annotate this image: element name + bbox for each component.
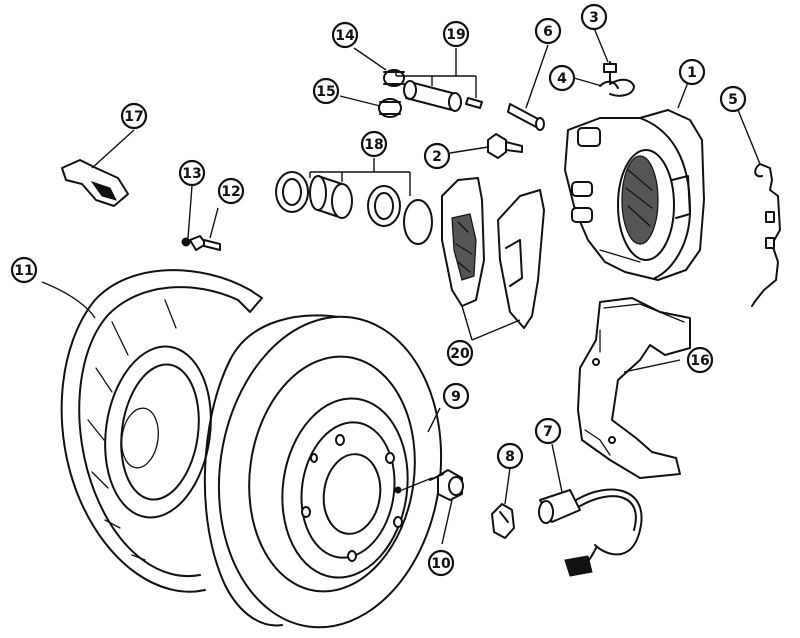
- callout-number: 4: [557, 71, 567, 87]
- callout-6: 6: [534, 17, 562, 45]
- piston-set: [275, 171, 433, 245]
- dust-shield: [60, 269, 263, 593]
- callout-9: 9: [442, 382, 470, 410]
- dust-cap-15: [378, 98, 402, 118]
- brake-disc: [203, 314, 443, 629]
- callout-17: 17: [120, 102, 148, 130]
- callout-2: 2: [423, 142, 451, 170]
- callout-14: 14: [331, 21, 359, 49]
- callout-number: 8: [505, 449, 515, 465]
- callout-number: 15: [316, 84, 335, 100]
- callout-16: 16: [686, 346, 714, 374]
- callout-number: 19: [446, 27, 465, 43]
- guide-bolt: [487, 133, 523, 159]
- callout-number: 1: [687, 65, 697, 81]
- disc-screw: [401, 469, 464, 501]
- wear-sensor-clip: [491, 503, 515, 539]
- brake-caliper: [564, 109, 705, 281]
- guide-sleeves: [403, 80, 483, 112]
- callout-circle: [331, 21, 359, 49]
- callout-circle: [427, 549, 455, 577]
- caliper-carrier: [577, 297, 691, 479]
- callout-number: 2: [432, 149, 442, 165]
- callout-number: 20: [450, 346, 470, 362]
- callout-circle: [686, 346, 714, 374]
- brake-pad-outer: [497, 189, 545, 329]
- callout-circle: [442, 382, 470, 410]
- callout-circle: [423, 142, 451, 170]
- shield-bolt: [189, 235, 221, 251]
- callout-number: 14: [335, 28, 355, 44]
- callout-number: 13: [182, 166, 201, 182]
- wear-sensor: [538, 488, 643, 577]
- callout-18: 18: [360, 130, 388, 158]
- callout-circle: [548, 64, 576, 92]
- callout-20: 20: [446, 339, 474, 367]
- callout-15: 15: [312, 77, 340, 105]
- bleed-screw: [603, 61, 635, 97]
- spring-clip: [61, 159, 129, 207]
- callout-19: 19: [442, 20, 470, 48]
- retaining-spring-4: [599, 80, 619, 89]
- callout-number: 5: [728, 92, 738, 108]
- callout-number: 16: [690, 353, 709, 369]
- callout-circle: [678, 58, 706, 86]
- leader-lines: [41, 27, 761, 545]
- callout-number: 7: [543, 424, 553, 440]
- callout-number: 10: [431, 556, 451, 572]
- callout-circle: [580, 3, 608, 31]
- callout-3: 3: [580, 3, 608, 31]
- callout-number: 18: [364, 137, 383, 153]
- dust-cap-14: [383, 69, 405, 87]
- guide-pin: [507, 103, 545, 131]
- callout-circle: [534, 417, 562, 445]
- callout-circle: [10, 256, 38, 284]
- callout-circle: [120, 102, 148, 130]
- callout-4: 4: [548, 64, 576, 92]
- callout-12: 12: [217, 177, 245, 205]
- callout-circle: [178, 159, 206, 187]
- anti-rattle-spring: [751, 163, 781, 307]
- callout-number: 17: [124, 109, 143, 125]
- callout-8: 8: [496, 442, 524, 470]
- callout-10: 10: [427, 549, 455, 577]
- callout-circle: [217, 177, 245, 205]
- callout-circle: [446, 339, 474, 367]
- callout-number: 12: [221, 184, 240, 200]
- callout-number: 3: [589, 10, 599, 26]
- callout-number: 9: [451, 389, 461, 405]
- callout-number: 11: [14, 263, 33, 279]
- washer: [181, 237, 191, 247]
- callout-5: 5: [719, 85, 747, 113]
- callout-11: 11: [10, 256, 38, 284]
- callout-circle: [442, 20, 470, 48]
- brake-pad-inner: [441, 177, 485, 307]
- callout-13: 13: [178, 159, 206, 187]
- callout-number: 6: [543, 24, 553, 40]
- callout-circle: [312, 77, 340, 105]
- callout-7: 7: [534, 417, 562, 445]
- callout-circle: [496, 442, 524, 470]
- callout-circle: [534, 17, 562, 45]
- callout-1: 1: [678, 58, 706, 86]
- callout-circle: [719, 85, 747, 113]
- callout-circle: [360, 130, 388, 158]
